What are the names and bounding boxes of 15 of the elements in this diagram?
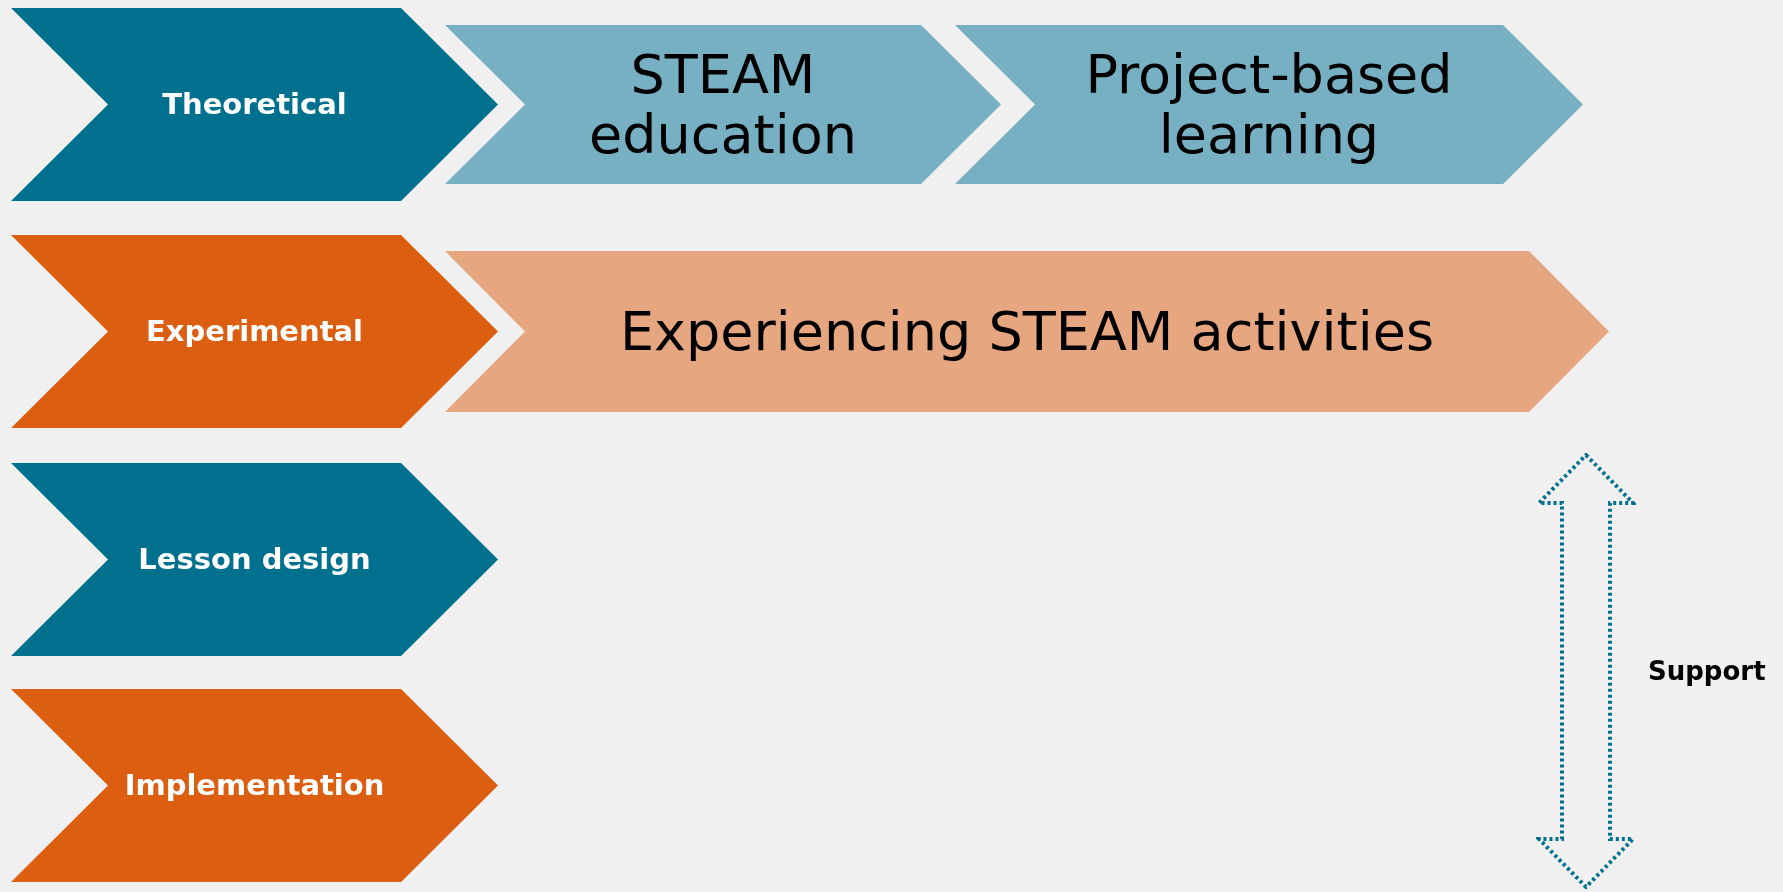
arrow-label: Support: [1648, 656, 1766, 686]
chevron-label: Project-based learning: [1084, 45, 1454, 164]
chevron-label: Theoretical: [162, 88, 347, 121]
chevron-label: Implementation: [124, 769, 385, 802]
chevron-label: Experiencing STEAM activities: [619, 301, 1435, 362]
chevron-shape: [445, 251, 1609, 412]
chevron-shape: [11, 463, 498, 656]
chevron-shape: [11, 689, 498, 882]
chevron-shape: [11, 235, 498, 428]
chevron-shape: [11, 8, 498, 201]
chevron-shape: [955, 25, 1583, 184]
chevron-label: Lesson design: [138, 543, 371, 576]
chevron-shape: [445, 25, 1001, 184]
chevron-label: STEAM education: [588, 45, 858, 164]
chevron-label: Experimental: [145, 315, 364, 348]
